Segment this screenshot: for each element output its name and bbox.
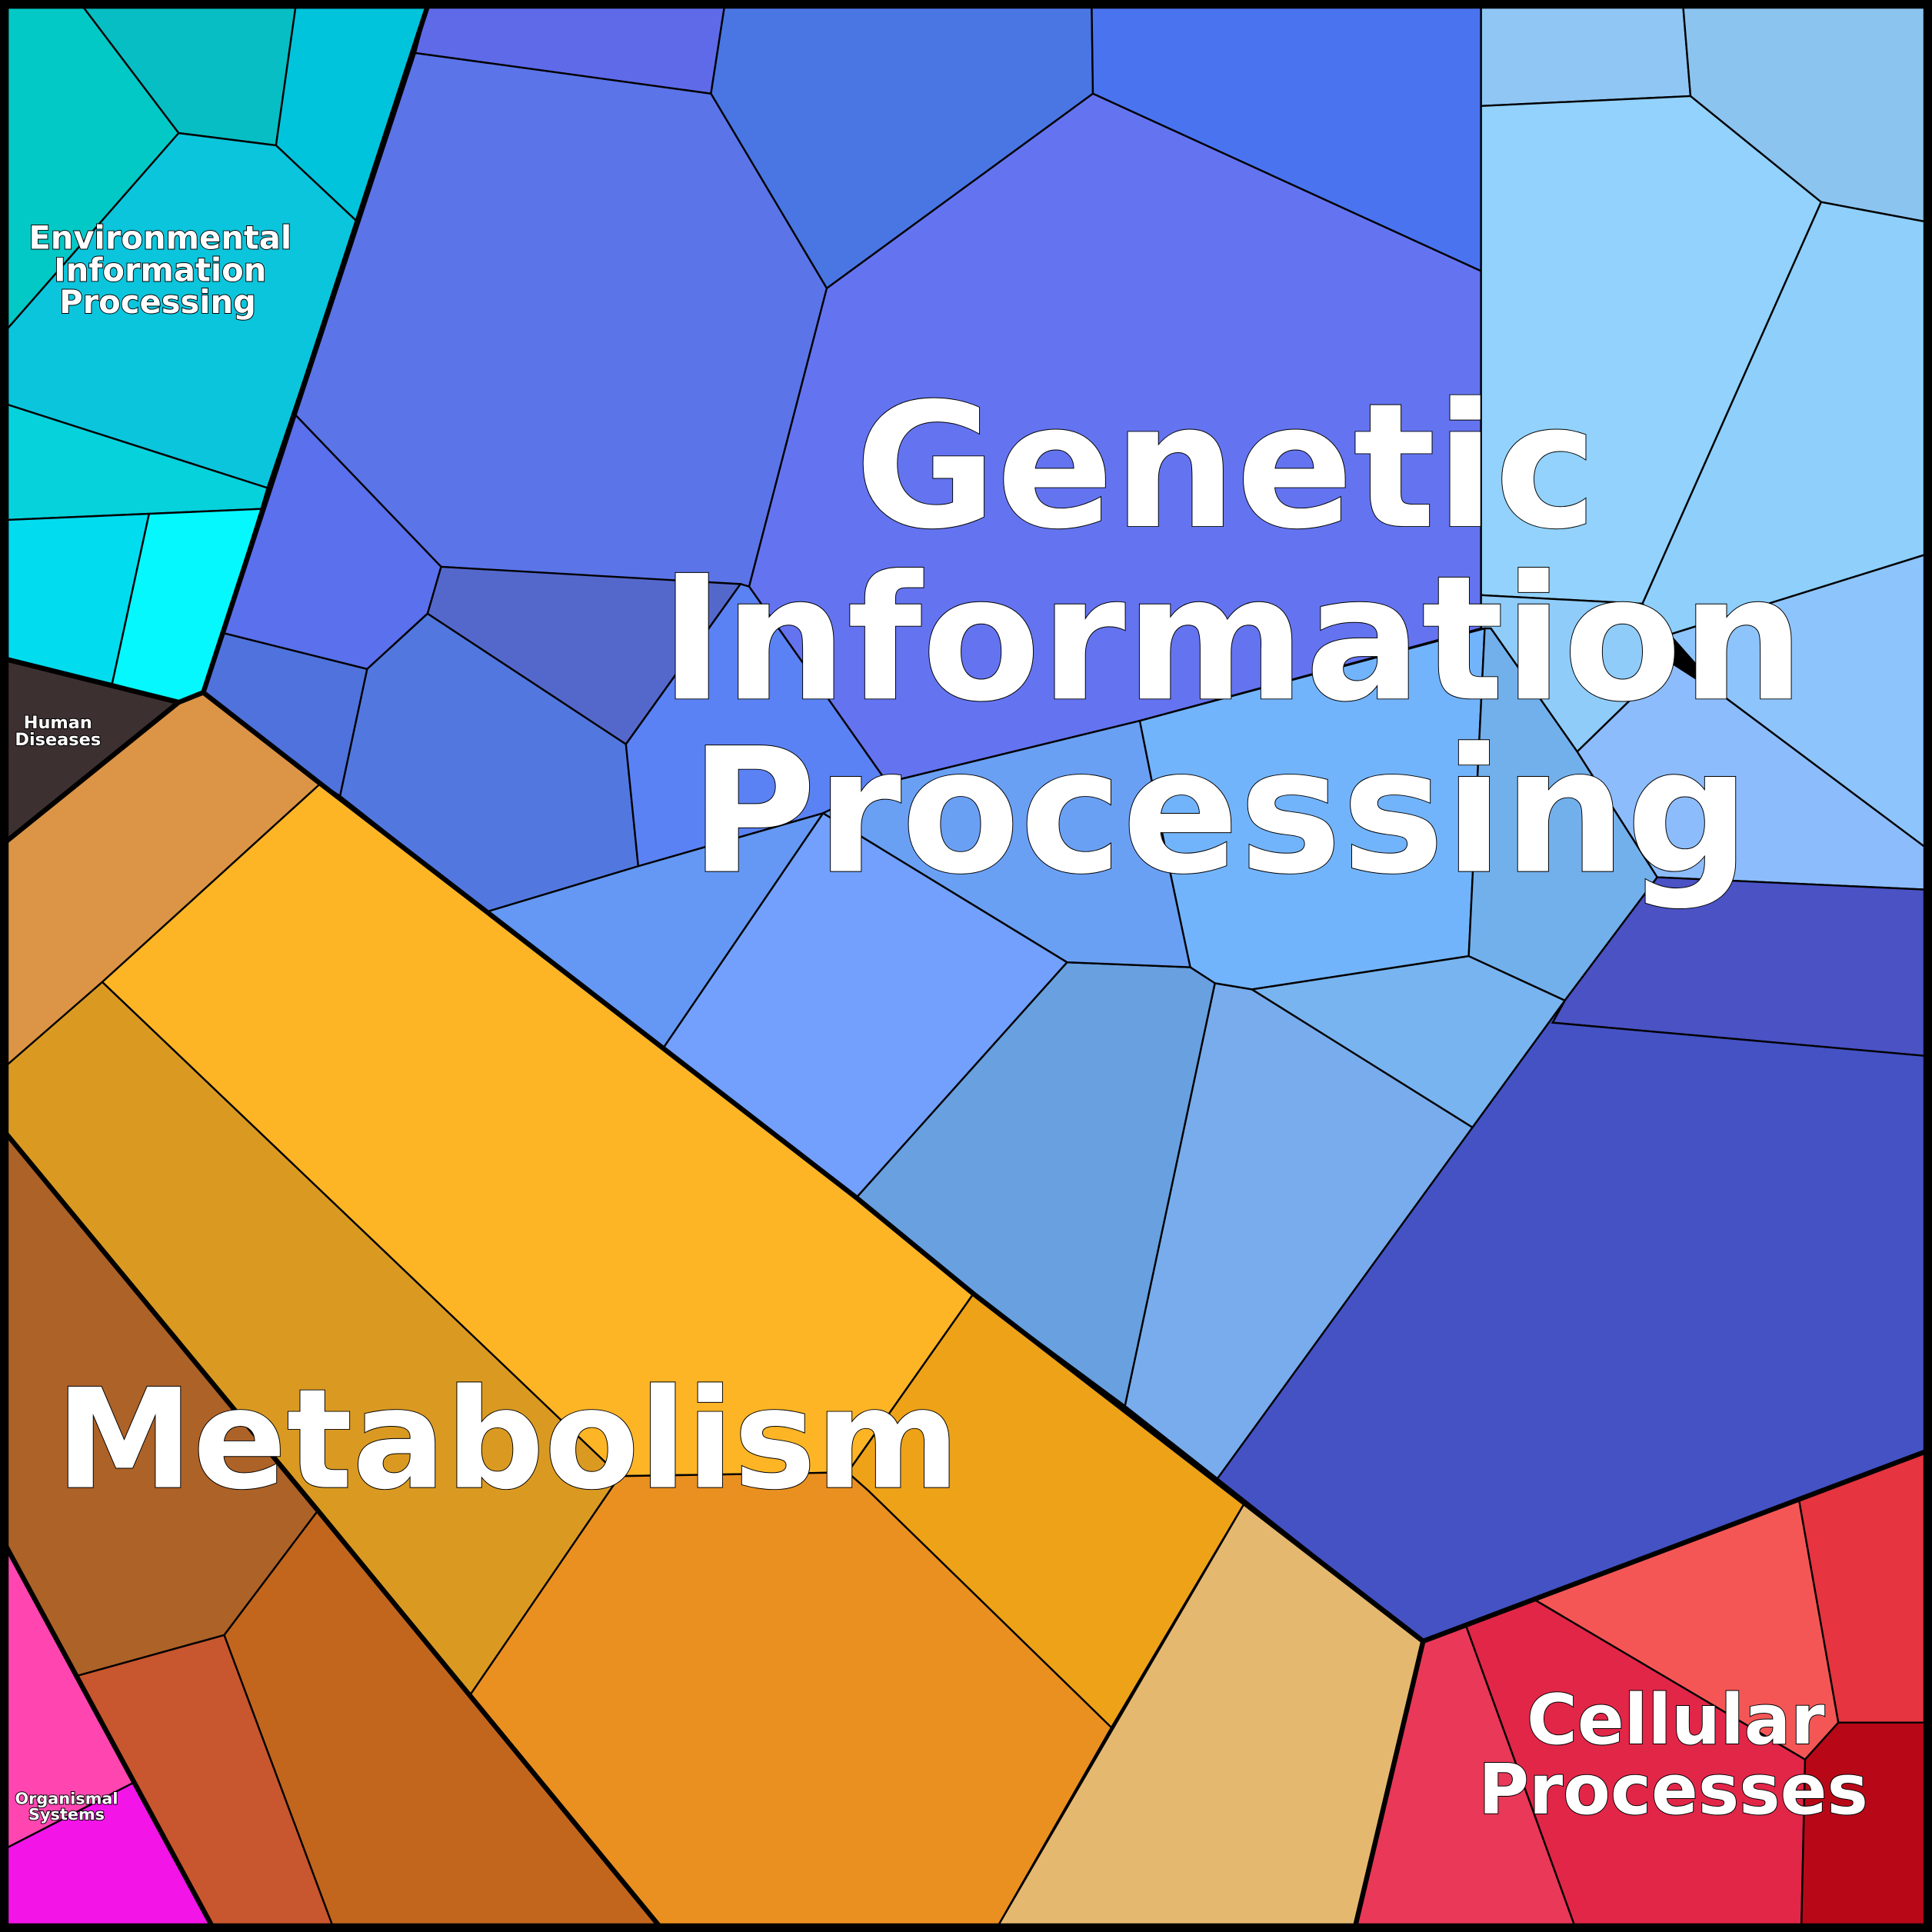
label-genetic-line3: Processing (690, 711, 1750, 912)
label-metabolism: Metabolism (55, 1360, 959, 1521)
label-organismal-line2: Systems (28, 1805, 105, 1824)
border-met-bottom (1243, 1501, 1426, 1927)
border-organismal (4, 1545, 215, 1927)
label-genetic-line2: Information (660, 538, 1804, 739)
label-environmental-line1: Environmental (28, 219, 291, 257)
label-environmental-line2: Information (54, 251, 266, 288)
label-environmental-line3: Processing (59, 283, 256, 321)
border-human (4, 656, 182, 844)
label-genetic-line1: Genetic (855, 366, 1597, 567)
label-organismal-line1: Organismal (15, 1789, 118, 1807)
border-frame (3, 3, 1929, 1929)
label-cellular-line1: Cellular (1527, 1681, 1825, 1760)
cell-genetic-18 (1480, 5, 1692, 108)
border-met-inner (4, 1131, 661, 1928)
label-human-line1: Human (24, 713, 92, 733)
label-human-line2: Diseases (15, 730, 101, 750)
label-cellular-line2: Processes (1478, 1750, 1868, 1830)
